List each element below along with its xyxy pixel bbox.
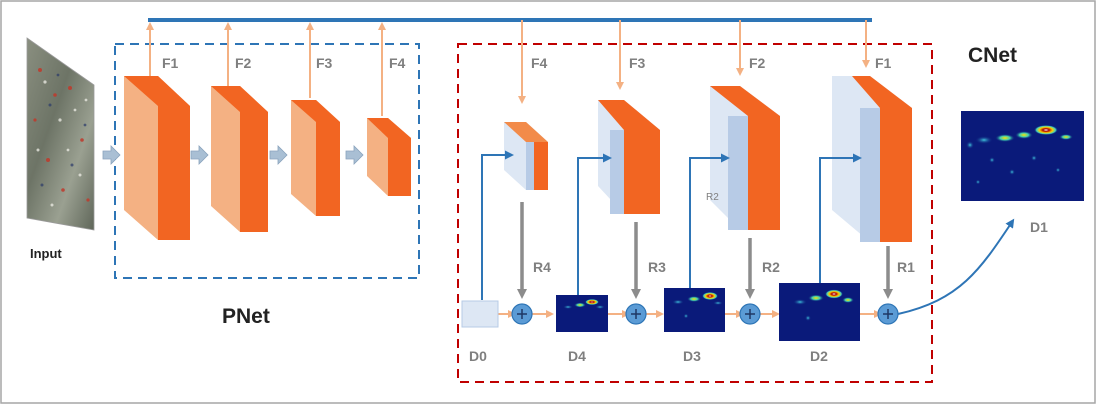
cnet-block-3: [598, 100, 660, 214]
input-label: Input: [30, 246, 62, 261]
density-map-d4: [556, 295, 608, 332]
plus-circle-icon: [877, 303, 899, 325]
density-map-d1: [961, 111, 1084, 201]
pnet-block-f1: [124, 76, 190, 240]
arrow-f2-f3: [269, 145, 288, 165]
cnet-title: CNet: [968, 44, 1017, 67]
pnet-block-f2: [211, 86, 268, 232]
cnet-block-1: [832, 76, 912, 242]
cnet-box: [457, 43, 933, 383]
residual-label-r1: R1: [897, 259, 915, 275]
cnet-label-f1: F1: [875, 55, 892, 71]
density-map-d3: [664, 288, 725, 332]
residual-arrows: [517, 202, 893, 299]
plus-nodes: [511, 303, 899, 325]
r2-fragment-label: R2: [706, 192, 719, 203]
cnet-label-f3: F3: [629, 55, 646, 71]
cnet-label-f2: F2: [749, 55, 766, 71]
cnet-block-2: [710, 86, 780, 230]
density-label-d0: D0: [469, 348, 487, 364]
cnet-block-4: [504, 122, 548, 190]
density-map-d2: [779, 283, 860, 341]
plus-circle-icon: [511, 303, 533, 325]
plus-circle-icon: [625, 303, 647, 325]
pnet-label-f2: F2: [235, 55, 252, 71]
skip-connections: [481, 150, 862, 300]
pnet-label-f4: F4: [389, 55, 406, 71]
input-image: [26, 37, 95, 231]
output-arrow: [897, 218, 1015, 315]
density-map-d0: [461, 300, 499, 328]
pnet-label-f3: F3: [316, 55, 333, 71]
pnet-title: PNet: [222, 305, 270, 328]
pnet-label-f1: F1: [162, 55, 179, 71]
pnet-up-arrows: [146, 22, 386, 116]
arrow-f3-f4: [345, 145, 364, 165]
cnet-down-arrows: [518, 20, 870, 104]
pnet-box: [114, 43, 420, 279]
cnet-label-f4: F4: [531, 55, 548, 71]
residual-label-r4: R4: [533, 259, 551, 275]
density-label-d3: D3: [683, 348, 701, 364]
residual-label-r2: R2: [762, 259, 780, 275]
pnet-block-f3: [291, 100, 340, 216]
residual-label-r3: R3: [648, 259, 666, 275]
plus-circle-icon: [739, 303, 761, 325]
density-label-d1: D1: [1030, 219, 1048, 235]
density-label-d4: D4: [568, 348, 586, 364]
pnet-block-f4: [367, 118, 411, 196]
pnet-flow-arrows: [102, 145, 364, 165]
arrow-input-f1: [102, 145, 121, 165]
arrow-f1-f2: [190, 145, 209, 165]
density-label-d2: D2: [810, 348, 828, 364]
